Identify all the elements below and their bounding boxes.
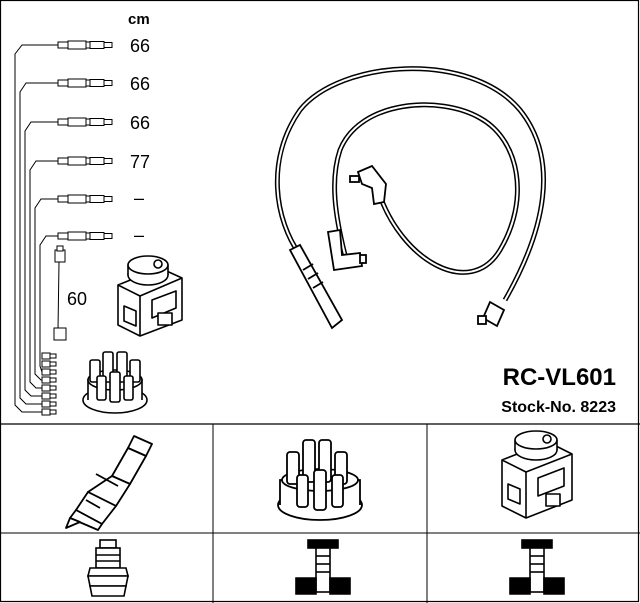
unit-label: cm — [128, 11, 150, 28]
cable-length-4: 77 — [130, 152, 150, 172]
cable-lead-ends — [41, 40, 113, 416]
spark-plug-icon — [65, 435, 153, 531]
ignition-cable-drawing — [274, 66, 547, 302]
cable-length-5: – — [134, 188, 144, 208]
cable-length-2: 66 — [130, 74, 150, 94]
cable-length-6: – — [134, 225, 144, 245]
cable-length-3: 66 — [130, 113, 150, 133]
terminal-connector-icon — [295, 539, 351, 595]
straight-boot-connector-icon — [86, 539, 130, 597]
cable-schematic — [14, 44, 63, 413]
coil-lead-length: 60 — [67, 289, 87, 309]
distributor-cap-large-icon — [277, 439, 363, 521]
angled-boot-icon — [326, 228, 367, 272]
angled-boot-top-icon — [349, 164, 387, 206]
straight-boot-icon — [288, 243, 344, 330]
coil-terminal-connector-icon — [509, 539, 565, 595]
ignition-coil-icon — [117, 255, 183, 337]
ignition-coil-large-icon — [501, 430, 573, 519]
part-code: RC-VL601 — [503, 364, 616, 391]
stock-number: Stock-No. 8223 — [501, 399, 616, 416]
terminal-end-icon — [477, 300, 506, 328]
distributor-cap-icon — [82, 351, 148, 414]
cable-length-1: 66 — [130, 36, 150, 56]
